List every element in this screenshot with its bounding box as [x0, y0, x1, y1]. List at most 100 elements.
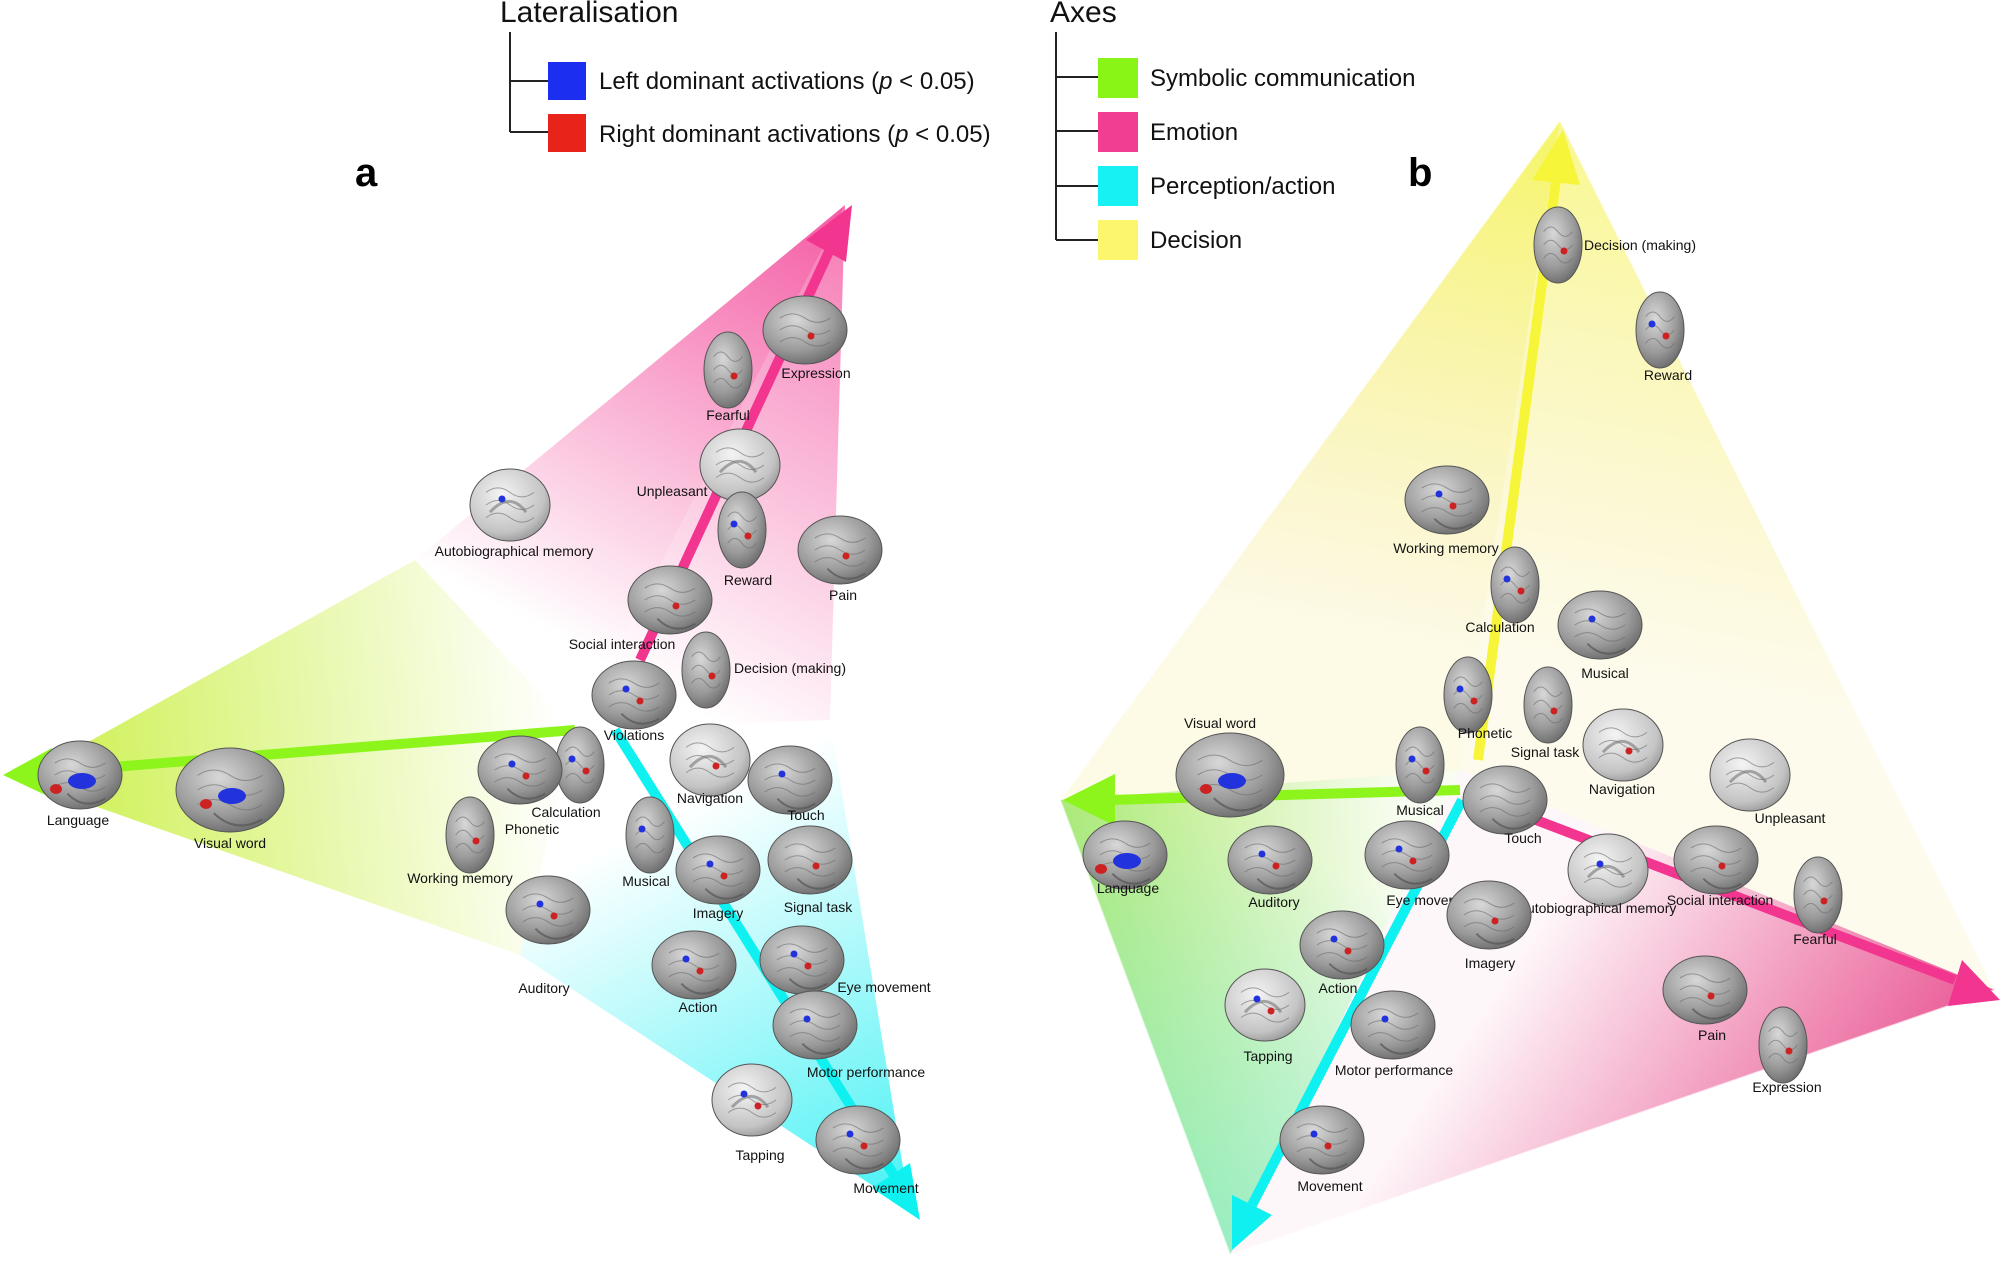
- brain-a-violations: Violations: [591, 660, 677, 743]
- brain-a-autobiographical-memory: Autobiographical memory: [435, 468, 594, 559]
- brain-label: Violations: [604, 727, 664, 743]
- brain-label: Language: [47, 812, 110, 828]
- right-activation-spot: [50, 784, 62, 794]
- brain-b-autobiographical-memory: Autobiographical memory: [1518, 833, 1676, 916]
- brain-label: Imagery: [1465, 955, 1516, 971]
- left-dominant-label: Left dominant activations (p < 0.05): [599, 68, 975, 95]
- right-activation-spot: [472, 837, 480, 845]
- left-activation-spot: [1253, 995, 1261, 1003]
- right-activation-spot: [1785, 1047, 1793, 1055]
- symbolic-swatch: [1098, 58, 1138, 98]
- right-activation-spot: [522, 772, 530, 780]
- right-activation-spot: [1470, 697, 1478, 705]
- brain-label: Musical: [622, 873, 669, 889]
- left-activation-spot: [706, 860, 714, 868]
- right-activation-spot: [1625, 747, 1633, 755]
- brain-label: Calculation: [531, 804, 600, 820]
- right-activation-spot: [582, 767, 590, 775]
- decision-label: Decision: [1150, 227, 1242, 254]
- brain-label: Unpleasant: [637, 483, 708, 499]
- right-activation-spot: [812, 862, 820, 870]
- brain-label: Tapping: [1243, 1048, 1292, 1064]
- right-activation-spot: [1662, 332, 1670, 340]
- brain-a-motor-performance: Motor performance: [772, 990, 925, 1080]
- brain-a-language: Language: [37, 740, 123, 828]
- decision-swatch: [1098, 220, 1138, 260]
- brain-a-decision-making: Decision (making): [681, 631, 846, 709]
- left-activation-spot: [1113, 853, 1141, 869]
- right-activation-spot: [730, 372, 738, 380]
- brain-b-fearful: Fearful: [1793, 856, 1843, 947]
- brain-label: Signal task: [1511, 744, 1580, 760]
- brain-b-social-interaction: Social interaction: [1667, 825, 1773, 908]
- perception-swatch: [1098, 166, 1138, 206]
- brain-a-navigation: Navigation: [669, 723, 751, 806]
- symbolic-label: Symbolic communication: [1150, 65, 1415, 92]
- right-activation-spot: [550, 912, 558, 920]
- brain-a-pain: Pain: [797, 515, 883, 603]
- brain-label: Action: [679, 999, 718, 1015]
- brain-a-reward: Reward: [717, 491, 772, 588]
- brain-label: Working memory: [407, 870, 513, 886]
- brain-label: Movement: [853, 1180, 918, 1196]
- decision-axis-b: [1473, 179, 1561, 761]
- brain-b-movement: Movement: [1279, 1105, 1365, 1194]
- left-activation-spot: [790, 950, 798, 958]
- brain-a-movement: Movement: [815, 1105, 919, 1196]
- brain-label: Phonetic: [1458, 725, 1512, 741]
- left-activation-spot: [1456, 685, 1464, 693]
- left-activation-spot: [498, 495, 506, 503]
- perception-arrowhead-b: [1232, 1195, 1272, 1250]
- brain-b-visual-word: Visual word: [1175, 715, 1285, 818]
- emotion-axis-b: [1508, 805, 1957, 985]
- right-activation-spot: [1550, 707, 1558, 715]
- brain-label: Autobiographical memory: [435, 543, 594, 559]
- right-activation-spot: [1449, 502, 1457, 510]
- right-activation-spot: [1095, 864, 1107, 874]
- left-activation-spot: [638, 825, 646, 833]
- brain-a-phonetic: Phonetic: [477, 735, 563, 837]
- brain-label: Navigation: [677, 790, 743, 806]
- brain-b-signal-task: Signal task: [1511, 666, 1580, 760]
- left-activation-spot: [730, 520, 738, 528]
- brain-b-tapping: Tapping: [1224, 968, 1306, 1064]
- right-dominant-swatch: [548, 114, 586, 152]
- left-dominant-swatch: [548, 62, 586, 100]
- left-activation-spot: [1596, 860, 1604, 868]
- right-activation-spot: [1324, 1142, 1332, 1150]
- left-activation-spot: [536, 900, 544, 908]
- brain-label: Motor performance: [1335, 1062, 1453, 1078]
- left-activation-spot: [1435, 490, 1443, 498]
- brain-b-motor-performance: Motor performance: [1335, 990, 1453, 1078]
- brain-label: Eye movement: [837, 979, 930, 995]
- left-activation-spot: [1218, 773, 1246, 789]
- brain-label: Movement: [1297, 1178, 1362, 1194]
- right-dominant-label: Right dominant activations (p < 0.05): [599, 121, 991, 148]
- brain-label: Decision (making): [734, 660, 846, 676]
- symbolic-axis-a: [49, 725, 576, 777]
- right-activation-spot: [1200, 784, 1212, 794]
- right-activation-spot: [1272, 862, 1280, 870]
- brain-label: Pain: [829, 587, 857, 603]
- legend-lateralisation: Lateralisation Left dominant activations…: [500, 0, 991, 152]
- brain-label: Language: [1097, 880, 1160, 896]
- right-activation-spot: [807, 332, 815, 340]
- brain-a-working-memory: Working memory: [407, 796, 513, 886]
- emotion-label: Emotion: [1150, 119, 1238, 146]
- right-activation-spot: [696, 967, 704, 975]
- brain-label: Expression: [781, 365, 850, 381]
- left-activation-spot: [1310, 1130, 1318, 1138]
- brain-b-musical: Musical: [1395, 726, 1445, 818]
- left-activation-spot: [1258, 850, 1266, 858]
- brain-a-auditory: Auditory: [505, 875, 591, 996]
- brain-label: Musical: [1396, 802, 1443, 818]
- brain-a-unpleasant: Unpleasant: [637, 428, 781, 502]
- left-activation-spot: [508, 760, 516, 768]
- emotion-arrowhead-b: [1948, 960, 2000, 1006]
- brain-label: Action: [1319, 980, 1358, 996]
- brain-b-language: Language: [1082, 820, 1168, 896]
- left-activation-spot: [1408, 755, 1416, 763]
- brain-label: Musical: [1581, 665, 1628, 681]
- right-activation-spot: [842, 552, 850, 560]
